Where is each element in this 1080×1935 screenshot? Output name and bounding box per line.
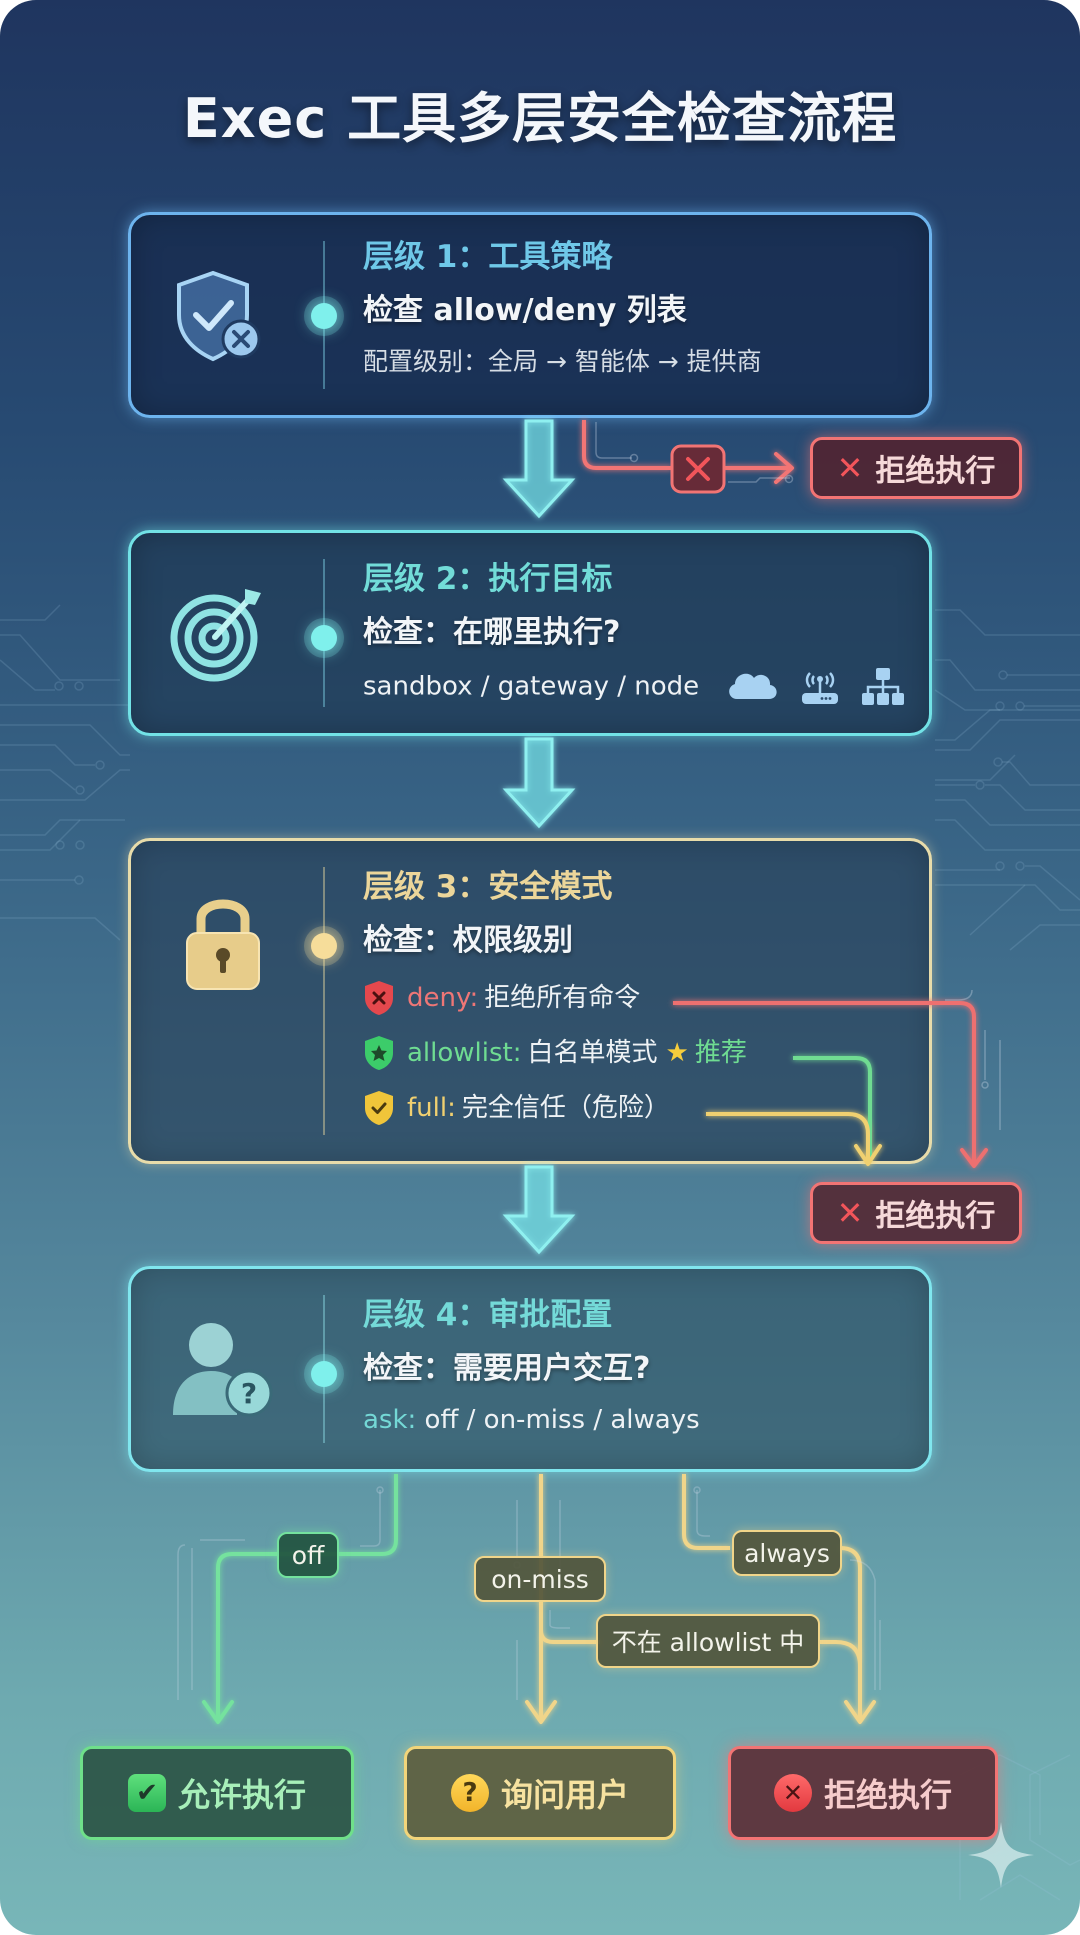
- ask-key: ask:: [363, 1405, 417, 1435]
- router-icon: [802, 672, 839, 704]
- reject-execution-box-layer1: ✕ 拒绝执行: [810, 437, 1022, 499]
- page-title: Exec 工具多层安全检查流程: [182, 87, 898, 150]
- layer-check-text: 检查：权限级别: [363, 923, 573, 958]
- layer-check-text: 检查 allow/deny 列表: [363, 293, 687, 328]
- timeline-node-dot: [311, 303, 337, 329]
- reject-label: 拒绝执行: [875, 454, 996, 489]
- mode-key: full:: [407, 1093, 456, 1123]
- user-question-icon: ?: [169, 1319, 279, 1423]
- x-icon: [686, 457, 710, 481]
- layer-detail-text: 配置级别：全局 → 智能体 → 提供商: [363, 347, 762, 376]
- green-shield-star-icon: [365, 1036, 393, 1070]
- shield-check-x-icon: [169, 267, 269, 371]
- sparkle-icon: [968, 1822, 1034, 1888]
- outcome-ask-user: ? 询问用户: [404, 1746, 676, 1840]
- layer-check-text: 检查：在哪里执行?: [363, 615, 621, 650]
- cloud-icon: [729, 673, 778, 699]
- layer-4-approval-config-card: ? 层级 4：审批配置 检查：需要用户交互? ask: off / on-mis…: [128, 1266, 932, 1472]
- timeline-node-dot: [311, 1361, 337, 1387]
- outcome-label: 允许执行: [177, 1776, 306, 1814]
- x-icon: ✕: [836, 449, 864, 487]
- reject-label: 拒绝执行: [875, 1199, 996, 1234]
- layer-title: 层级 3：安全模式: [363, 869, 613, 905]
- layer-check-text: 检查：需要用户交互?: [363, 1351, 651, 1386]
- timeline-line: [323, 867, 325, 1135]
- x-icon: ✕: [836, 1194, 864, 1232]
- timeline-node-dot: [311, 933, 337, 959]
- mode-row-allowlist: allowlist: 白名单模式 ★ 推荐: [363, 1035, 909, 1071]
- mode-description: 拒绝所有命令: [484, 983, 641, 1013]
- layer-3-security-mode-card: 层级 3：安全模式 检查：权限级别 deny: 拒绝所有命令 allowlist…: [128, 838, 932, 1164]
- layer-title: 层级 1：工具策略: [363, 239, 613, 275]
- outcome-label: 拒绝执行: [823, 1776, 952, 1814]
- mode-row-full: full: 完全信任（危险）: [363, 1090, 909, 1126]
- x-circle-icon: ✕: [773, 1774, 812, 1812]
- checkbox-icon: ✔: [127, 1774, 166, 1812]
- timeline-node-dot: [311, 625, 337, 651]
- ask-options-text: off / on-miss / always: [416, 1405, 700, 1435]
- outcome-reject-execution: ✕ 拒绝执行: [728, 1746, 998, 1840]
- mode-key: allowlist:: [407, 1038, 522, 1068]
- yellow-shield-check-icon: [365, 1091, 393, 1125]
- layer-1-tool-policy-card: 层级 1：工具策略 检查 allow/deny 列表 配置级别：全局 → 智能体…: [128, 212, 932, 418]
- mode-description: 完全信任（危险）: [461, 1093, 670, 1123]
- question-icon: ?: [450, 1774, 489, 1812]
- recommended-label: 推荐: [694, 1038, 747, 1068]
- star-icon: ★: [665, 1038, 689, 1068]
- mode-row-deny: deny: 拒绝所有命令: [363, 980, 909, 1016]
- outcome-allow-execution: ✔ 允许执行: [80, 1746, 354, 1840]
- outcome-label: 询问用户: [500, 1776, 629, 1814]
- mode-description: 白名单模式: [527, 1038, 658, 1068]
- red-shield-x-icon: [365, 981, 393, 1015]
- execution-targets-text: sandbox / gateway / node: [363, 671, 700, 702]
- branch-label-not-in-allowlist: 不在 allowlist 中: [596, 1614, 820, 1668]
- mode-key: deny:: [407, 983, 479, 1013]
- network-hierarchy-icon: [862, 668, 905, 705]
- target-icon: [169, 583, 269, 687]
- padlock-icon: [183, 891, 263, 995]
- layer-title: 层级 2：执行目标: [363, 561, 613, 597]
- layer-2-execution-target-card: 层级 2：执行目标 检查：在哪里执行? sandbox / gateway / …: [128, 530, 932, 736]
- layer-title: 层级 4：审批配置: [363, 1297, 613, 1333]
- branch-label-on-miss: on-miss: [474, 1556, 606, 1602]
- reject-execution-box-layer3: ✕ 拒绝执行: [810, 1182, 1022, 1244]
- branch-label-off: off: [277, 1532, 339, 1578]
- branch-label-always: always: [732, 1530, 842, 1576]
- svg-text:?: ?: [241, 1377, 257, 1410]
